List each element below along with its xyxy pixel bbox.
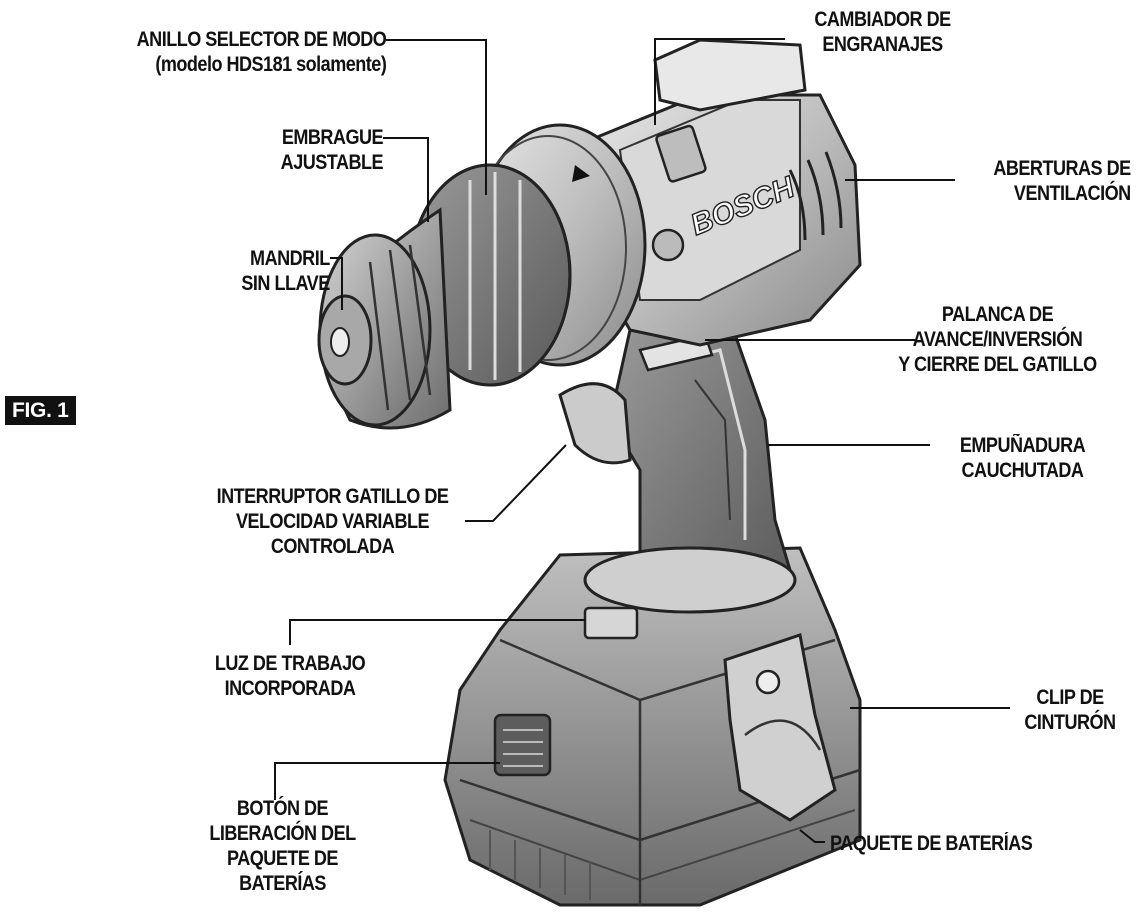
motor-housing: BOSCH: [588, 38, 862, 347]
variable-speed-trigger: [558, 382, 632, 465]
battery-pack: [443, 546, 862, 907]
leader-anillo: [386, 39, 487, 195]
label-mode-selector-ring: ANILLO SELECTOR DE MODO (modelo HDS181 s…: [136, 28, 386, 76]
label-belt-clip: CLIP DE CINTURÓN: [1024, 686, 1116, 734]
label-work-light: LUZ DE TRABAJO INCORPORADA: [214, 652, 366, 700]
label-variable-speed-trigger: INTERRUPTOR GATILLO DE VELOCIDAD VARIABL…: [216, 485, 449, 558]
label-adjustable-clutch: EMBRAGUE AJUSTABLE: [280, 126, 384, 174]
leader-luz: [289, 619, 585, 645]
rubber-grip: [583, 318, 797, 614]
label-gear-shifter: CAMBIADOR DE ENGRANAJES: [814, 8, 951, 56]
leader-embrague: [383, 137, 429, 222]
keyless-chuck: [317, 207, 452, 430]
label-forward-reverse-lever: PALANCA DE AVANCE/INVERSIÓN Y CIERRE DEL…: [898, 303, 1097, 376]
leader-paquete: [799, 829, 825, 843]
label-battery-release-button: BOTÓN DE LIBERACIÓN DEL PAQUETE DE BATER…: [209, 797, 356, 895]
leader-mandril: [330, 257, 343, 310]
ventilation-slots: [788, 151, 843, 241]
figure-label: FIG. 1: [5, 396, 76, 425]
belt-clip: [723, 633, 837, 822]
label-ventilation-slots: ABERTURAS DE VENTILACIÓN: [993, 157, 1132, 205]
label-battery-pack: PAQUETE DE BATERÍAS: [830, 832, 1033, 855]
work-light: [583, 606, 639, 640]
label-keyless-chuck: MANDRIL SIN LLAVE: [241, 247, 331, 295]
leader-interruptor: [465, 444, 567, 522]
leader-cambiador: [654, 38, 785, 125]
label-rubber-grip: EMPUÑADURA CAUCHUTADA: [959, 434, 1086, 482]
leader-boton: [274, 762, 500, 800]
